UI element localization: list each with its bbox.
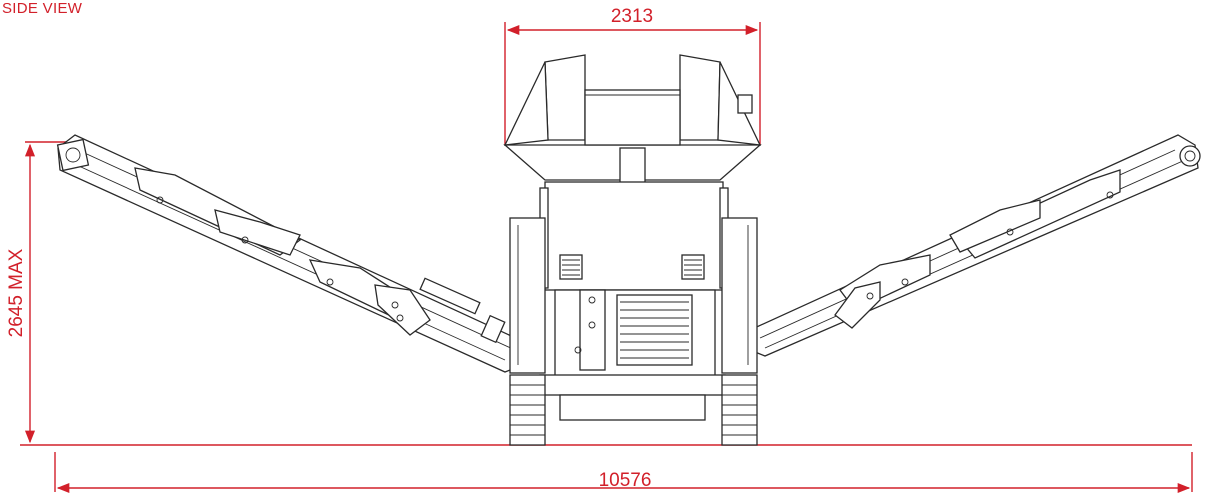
overall-length-label: 10576: [599, 470, 652, 491]
left-track: [509, 374, 546, 446]
max-height-label: 2645 MAX: [6, 248, 27, 337]
max-height-dimension: 2645 MAX: [6, 141, 70, 444]
drawing-title: SIDE VIEW: [2, 0, 83, 17]
right-track: [721, 374, 758, 446]
left-vent: [559, 254, 583, 280]
radiator-grille: [616, 294, 693, 366]
left-conveyor: [56, 134, 521, 373]
top-width-label: 2313: [611, 6, 653, 27]
right-vent: [681, 254, 705, 280]
machine-body: [503, 54, 762, 421]
top-width-dimension: 2313: [504, 6, 761, 145]
overall-length-dimension: 10576: [54, 452, 1193, 494]
right-conveyor: [749, 134, 1201, 357]
